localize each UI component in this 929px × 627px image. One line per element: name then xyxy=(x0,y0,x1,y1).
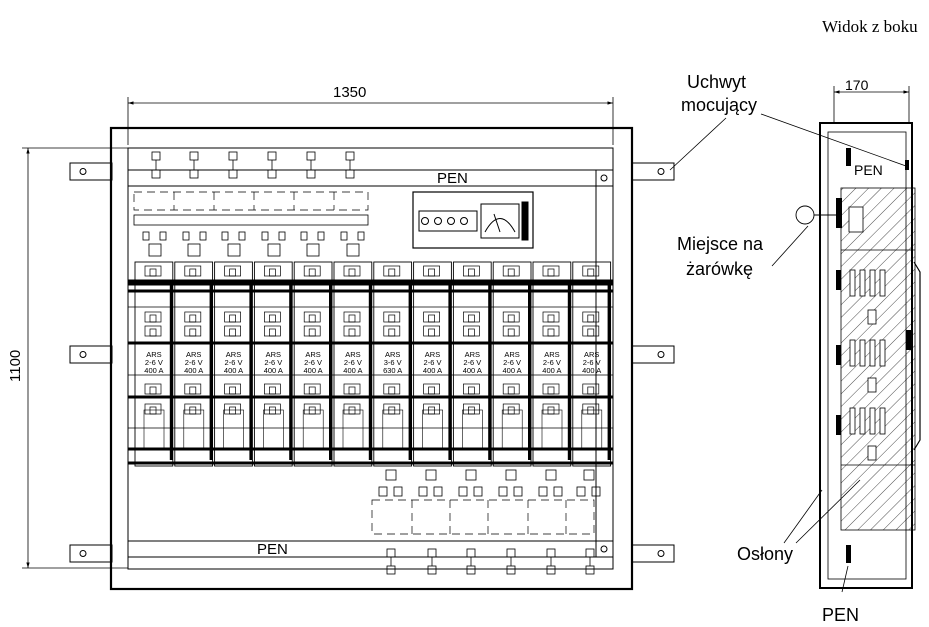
fuse-rating-text: 2-6 V xyxy=(145,358,163,367)
fuse-rating-text: ARS xyxy=(425,350,440,359)
fuse-rating-text: 400 A xyxy=(184,366,203,375)
fuse-rating-text: 400 A xyxy=(224,366,243,375)
fuse-rating-text: 400 A xyxy=(582,366,601,375)
fuse-rating-text: 400 A xyxy=(503,366,522,375)
fuse-rating-text: ARS xyxy=(584,350,599,359)
pen-side-bottom-label: PEN xyxy=(822,605,859,625)
fuse-rating-text: 400 A xyxy=(423,366,442,375)
fuse-rating-text: ARS xyxy=(504,350,519,359)
pen-side-top-label: PEN xyxy=(854,162,883,178)
fuse-rating-text: 3-6 V xyxy=(384,358,402,367)
fuse-rating-text: 2-6 V xyxy=(225,358,243,367)
fuse-rating-text: ARS xyxy=(305,350,320,359)
fuse-rating-text: 2-6 V xyxy=(463,358,481,367)
width-dimension xyxy=(127,97,614,145)
pen-label-bottom: PEN xyxy=(257,541,288,558)
fuse-rating-text: 400 A xyxy=(463,366,482,375)
fuse-rating-text: 2-6 V xyxy=(304,358,322,367)
fuse-rating-text: 400 A xyxy=(542,366,561,375)
fuse-rating-text: 2-6 V xyxy=(543,358,561,367)
top-terminals xyxy=(151,151,355,179)
fuse-rating-text: 2-6 V xyxy=(264,358,282,367)
bracket-label-line2: mocujący xyxy=(681,95,757,115)
fuse-rating-text: ARS xyxy=(345,350,360,359)
bracket-label-line1: Uchwyt xyxy=(687,72,746,92)
fuse-rating-text: ARS xyxy=(266,350,281,359)
fuse-rating-text: ARS xyxy=(465,350,480,359)
fuse-rating-text: ARS xyxy=(146,350,161,359)
fuse-rating-text: ARS xyxy=(544,350,559,359)
bulb-label-line2: żarówkę xyxy=(686,259,753,279)
fuse-rating-text: ARS xyxy=(385,350,400,359)
fuse-rating-text: 630 A xyxy=(383,366,402,375)
covers-label: Osłony xyxy=(737,544,793,564)
side-view-title: Widok z boku xyxy=(822,17,918,36)
fuse-rating-text: 400 A xyxy=(343,366,362,375)
fuse-rating-text: 2-6 V xyxy=(185,358,203,367)
fuse-rating-text: 2-6 V xyxy=(583,358,601,367)
height-dimension-label: 1100 xyxy=(7,350,24,382)
fuse-rating-text: 400 A xyxy=(144,366,163,375)
fuse-rating-text: 2-6 V xyxy=(503,358,521,367)
fuse-rating-text: ARS xyxy=(186,350,201,359)
bulb-label-line1: Miejsce na xyxy=(677,234,764,254)
mounting-brackets xyxy=(69,162,675,563)
fuse-rating-text: 2-6 V xyxy=(344,358,362,367)
pen-label-top: PEN xyxy=(437,170,468,187)
fuse-rating-text: 400 A xyxy=(304,366,323,375)
side-width-dimension-label: 170 xyxy=(845,77,869,93)
fuse-rating-text: 400 A xyxy=(264,366,283,375)
protection-module xyxy=(412,191,534,249)
width-dimension-label: 1350 xyxy=(333,84,366,101)
side-view xyxy=(669,86,921,593)
fuse-rating-text: ARS xyxy=(226,350,241,359)
fuse-rating-text: 2-6 V xyxy=(424,358,442,367)
